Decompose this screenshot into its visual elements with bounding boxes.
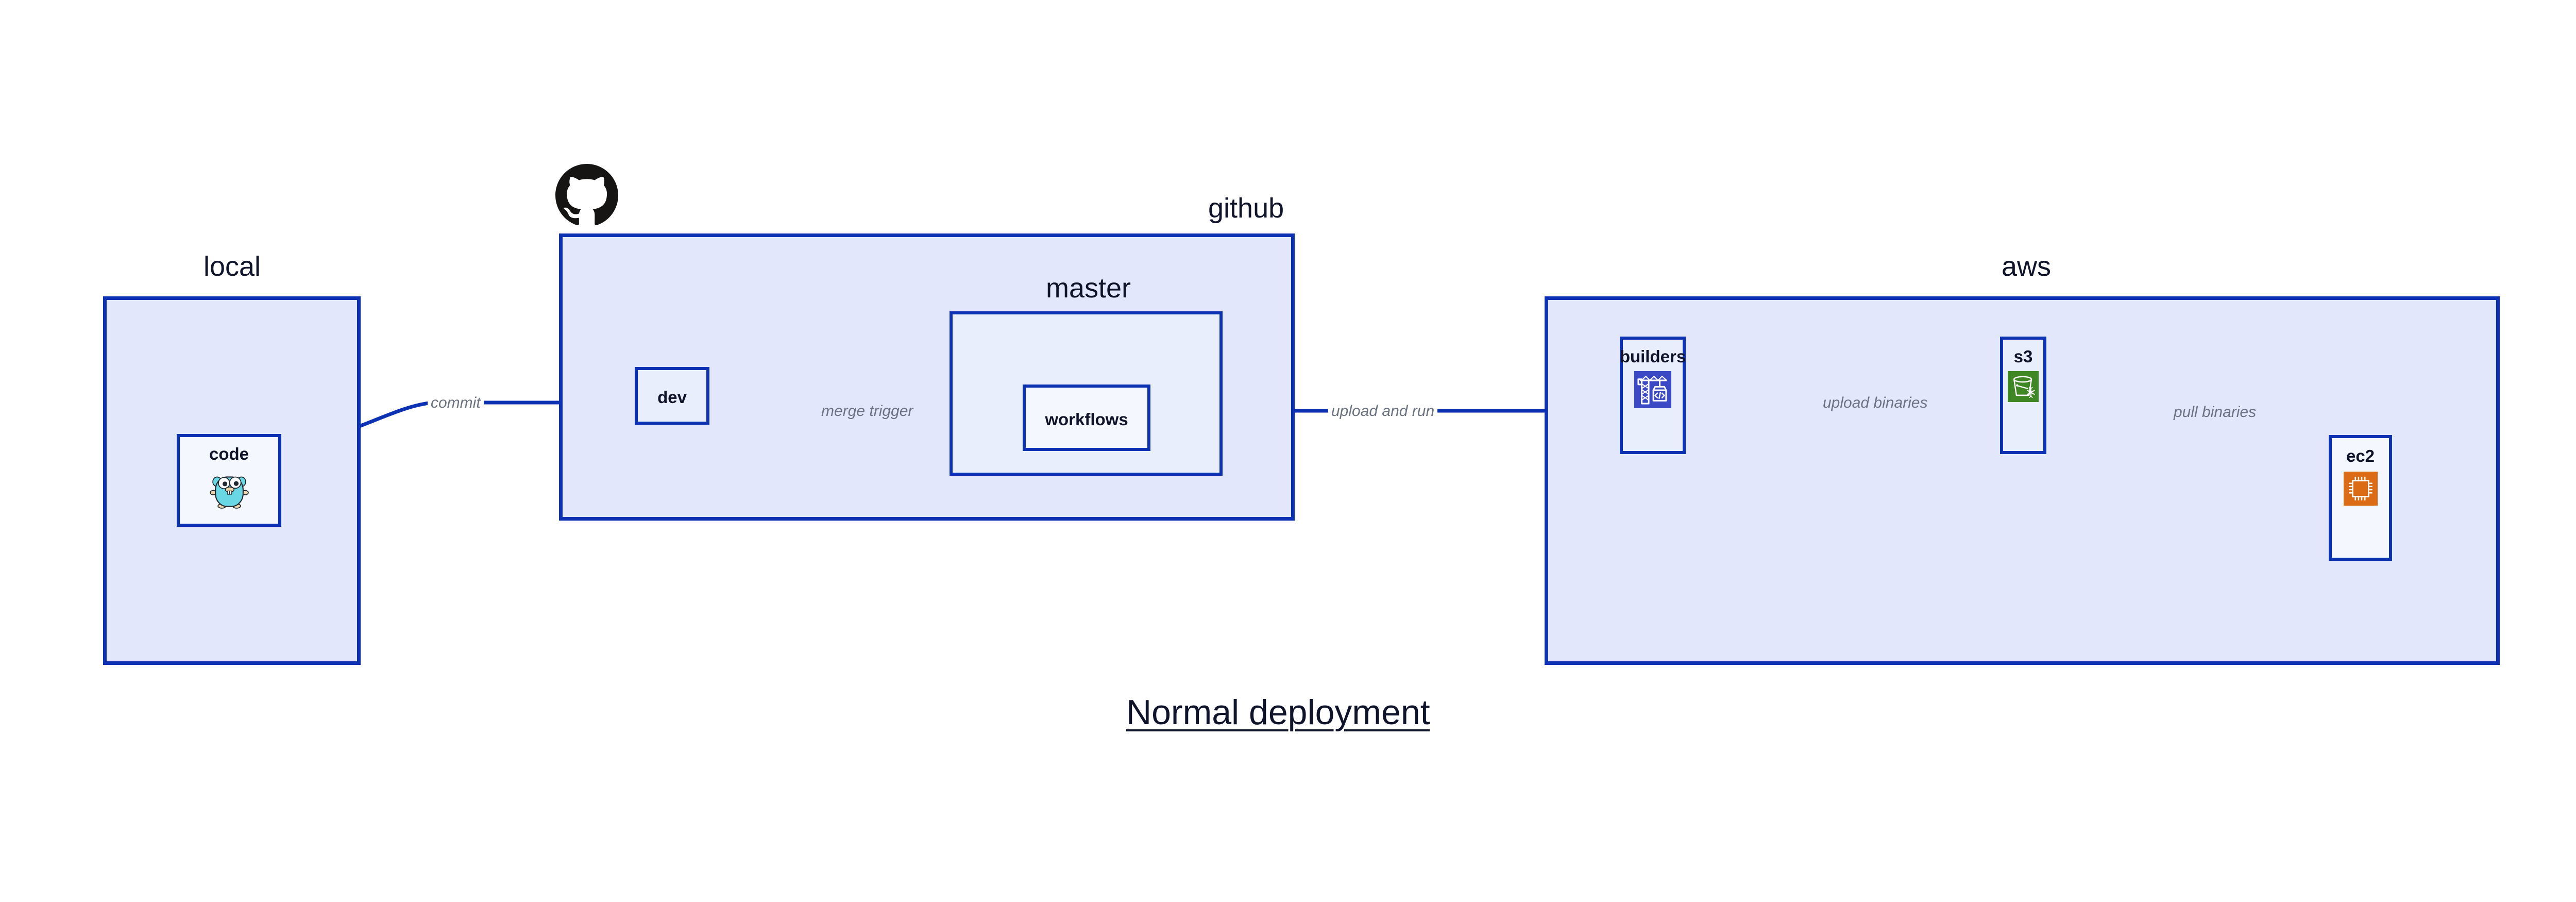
- node-label-builders: builders: [1619, 347, 1686, 366]
- node-dev[interactable]: dev: [635, 367, 709, 425]
- node-builders[interactable]: builders: [1620, 337, 1686, 454]
- aws-s3-bucket-icon: [2008, 371, 2039, 405]
- aws-ec2-chip-icon: [2343, 472, 2378, 508]
- go-gopher-icon: [208, 467, 251, 513]
- node-label-ec2: ec2: [2346, 446, 2375, 465]
- node-s3[interactable]: s3: [2000, 337, 2046, 454]
- edge-label-merge-trigger: merge trigger: [818, 404, 917, 419]
- edge-label-pull-binaries: pull binaries: [2171, 405, 2260, 420]
- edge-label-upload-binaries: upload binaries: [1820, 395, 1931, 411]
- aws-codebuild-crane-icon: [1634, 371, 1671, 411]
- group-label-master: master: [1046, 273, 1131, 304]
- node-label-s3: s3: [2013, 347, 2033, 366]
- github-octocat-icon: [555, 164, 618, 229]
- page-title: Normal deployment: [1126, 693, 1430, 732]
- node-workflows[interactable]: workflows: [1023, 385, 1150, 451]
- edge-label-commit: commit: [428, 395, 484, 411]
- node-code[interactable]: code: [177, 434, 281, 527]
- node-label-dev: dev: [657, 388, 687, 407]
- group-label-github: github: [1208, 193, 1284, 224]
- group-label-local: local: [204, 251, 261, 282]
- node-label-workflows: workflows: [1045, 410, 1128, 429]
- group-label-aws: aws: [2002, 251, 2052, 282]
- edge-label-upload-and-run: upload and run: [1328, 404, 1438, 419]
- node-label-code: code: [209, 444, 249, 463]
- node-ec2[interactable]: ec2: [2329, 435, 2392, 561]
